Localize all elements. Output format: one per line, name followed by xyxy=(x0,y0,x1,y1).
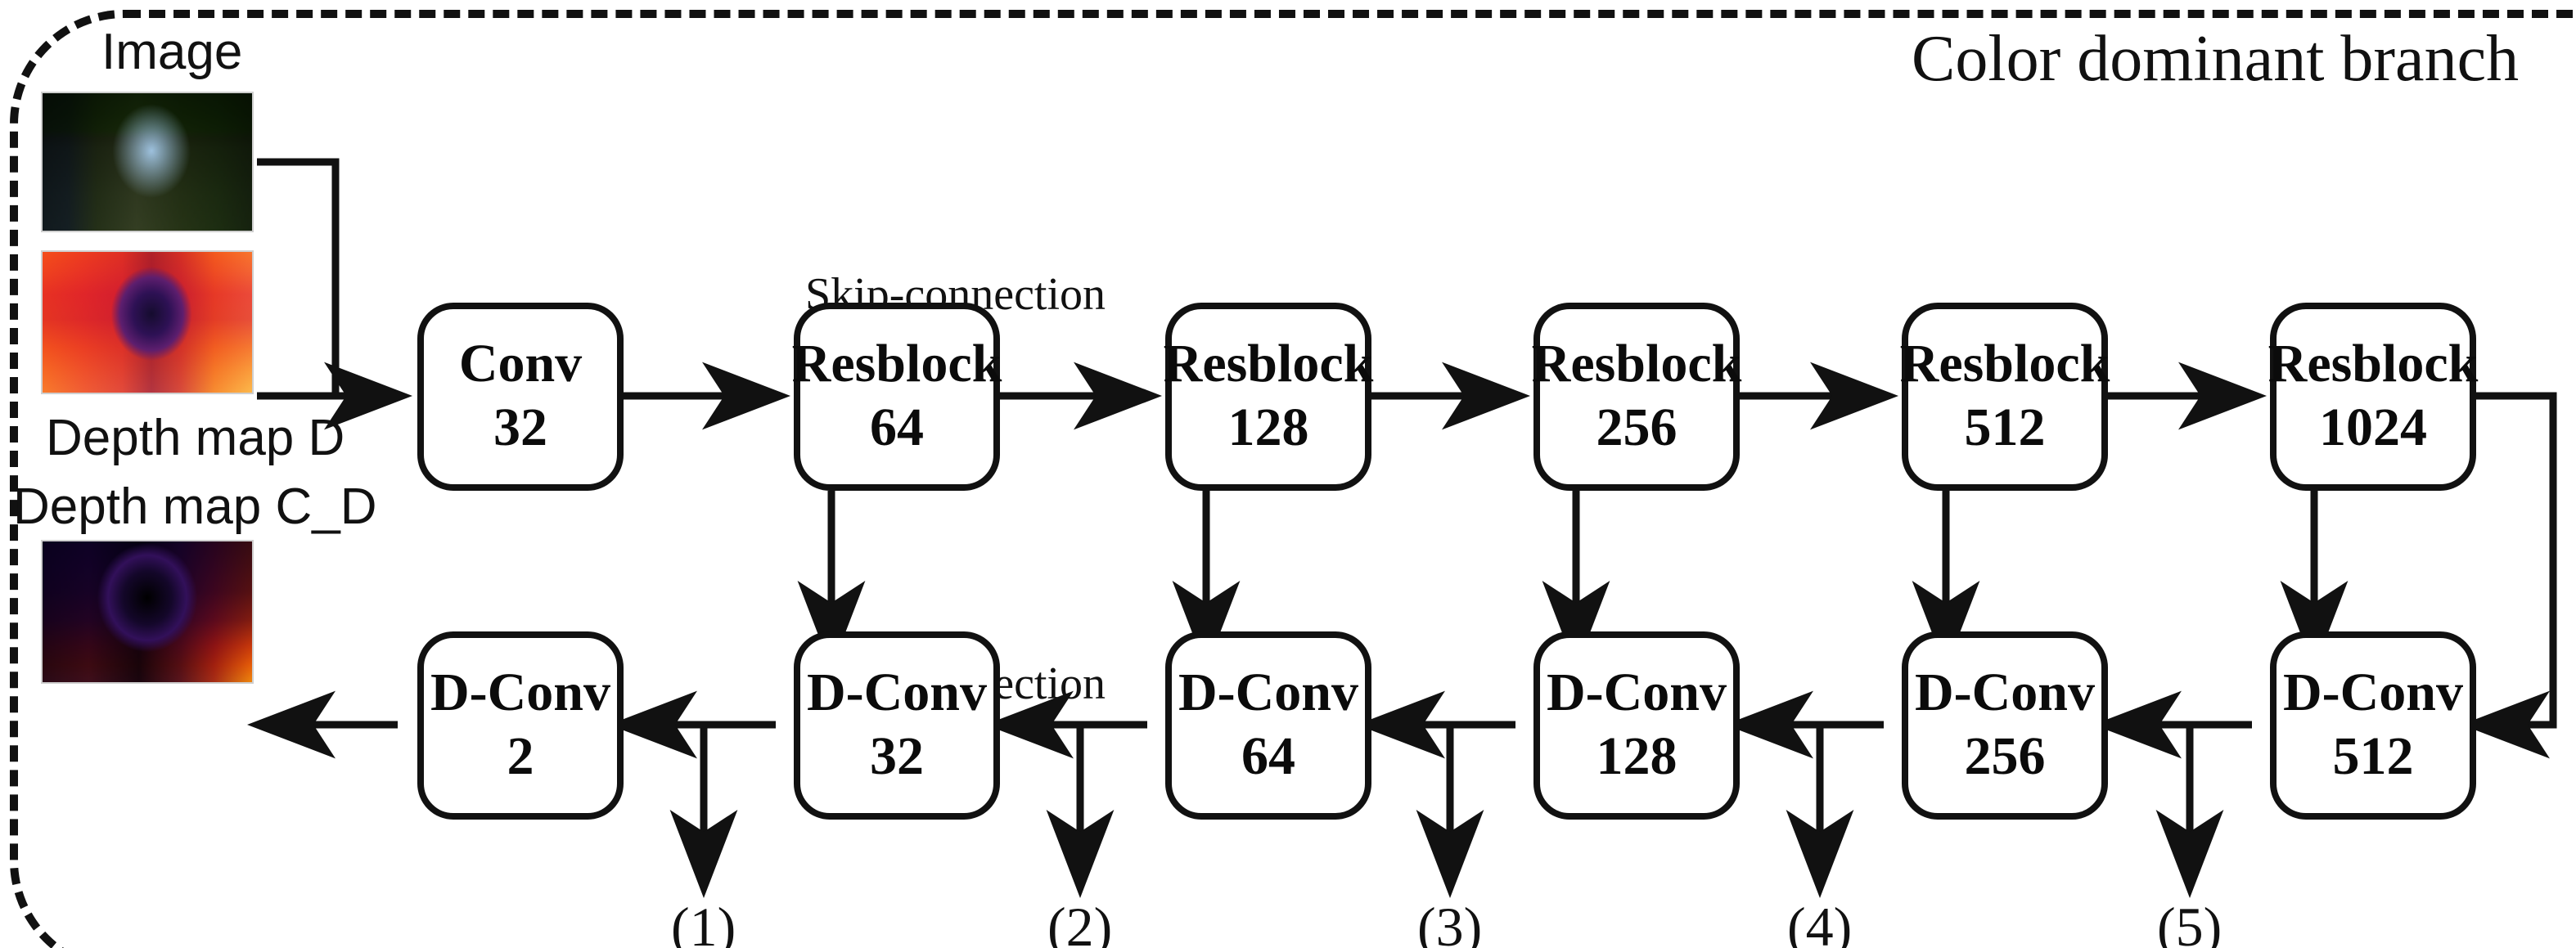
node-label: Resblock xyxy=(1163,335,1374,394)
node-channels: 256 xyxy=(1596,398,1678,457)
node-color-decoder-0: D-Conv 2 xyxy=(417,631,624,820)
node-color-decoder-1: D-Conv 32 xyxy=(794,631,1000,820)
node-label: D-Conv xyxy=(1178,663,1358,723)
image-label: Image xyxy=(101,23,243,80)
node-channels: 128 xyxy=(1596,727,1678,786)
node-channels: 32 xyxy=(493,398,547,457)
node-channels: 64 xyxy=(870,398,924,457)
node-channels: 512 xyxy=(1964,398,2046,457)
marker-1: (1) xyxy=(671,898,736,948)
node-channels: 256 xyxy=(1964,727,2046,786)
node-channels: 128 xyxy=(1227,398,1309,457)
node-channels: 2 xyxy=(507,727,534,786)
node-color-decoder-5: D-Conv 512 xyxy=(2270,631,2476,820)
marker-4: (4) xyxy=(1787,898,1853,948)
depth-map-cd-label: Depth map C_D xyxy=(13,478,377,535)
node-label: Resblock xyxy=(2268,335,2479,394)
node-color-encoder-2: Resblock 128 xyxy=(1163,303,1374,491)
node-label: Resblock xyxy=(1531,335,1742,394)
rgb-image-thumbnail xyxy=(41,92,254,232)
node-label: Conv xyxy=(458,335,583,394)
node-color-encoder-3: Resblock 256 xyxy=(1531,303,1742,491)
node-channels: 64 xyxy=(1241,727,1295,786)
output-depth-map-cd-thumbnail xyxy=(41,540,254,684)
node-label: D-Conv xyxy=(806,663,987,723)
input-depth-map-thumbnail xyxy=(41,250,254,394)
node-channels: 32 xyxy=(870,727,924,786)
node-color-decoder-2: D-Conv 64 xyxy=(1165,631,1371,820)
node-color-encoder-4: Resblock 512 xyxy=(1899,303,2110,491)
node-channels: 512 xyxy=(2332,727,2414,786)
depth-map-d-label-top: Depth map D xyxy=(46,409,345,466)
color-branch-title: Color dominant branch xyxy=(1912,21,2520,95)
color-dominant-branch-container xyxy=(10,10,2576,948)
node-label: Resblock xyxy=(791,335,1002,394)
marker-5: (5) xyxy=(2157,898,2222,948)
node-label: D-Conv xyxy=(2282,663,2463,723)
marker-2: (2) xyxy=(1047,898,1113,948)
node-label: D-Conv xyxy=(1914,663,2095,723)
node-channels: 1024 xyxy=(2319,398,2427,457)
node-color-encoder-1: Resblock 64 xyxy=(791,303,1002,491)
node-color-encoder-5: Resblock 1024 xyxy=(2268,303,2479,491)
node-color-encoder-0: Conv 32 xyxy=(417,303,624,491)
node-label: D-Conv xyxy=(430,663,610,723)
node-color-decoder-3: D-Conv 128 xyxy=(1533,631,1740,820)
marker-3: (3) xyxy=(1417,898,1483,948)
node-color-decoder-4: D-Conv 256 xyxy=(1902,631,2108,820)
node-label: D-Conv xyxy=(1546,663,1727,723)
node-label: Resblock xyxy=(1899,335,2110,394)
